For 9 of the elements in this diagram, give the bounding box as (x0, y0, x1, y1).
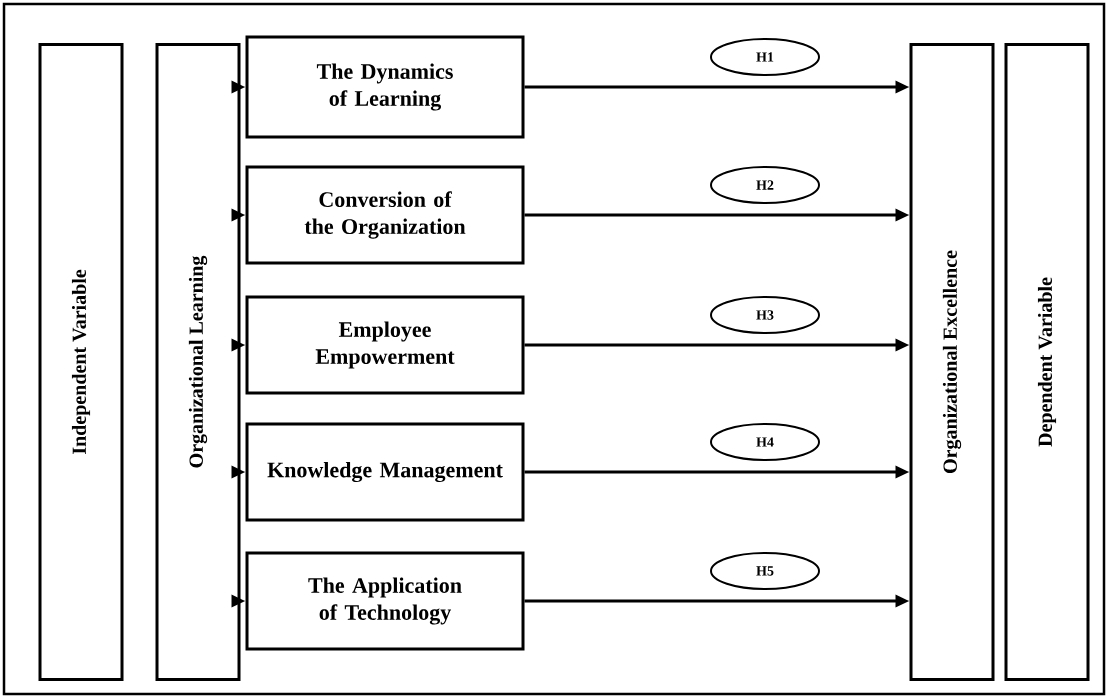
variable-bar: Organizational Excellence (909, 43, 995, 681)
variable-bar: Dependent Variable (1004, 43, 1090, 681)
dimension-box: Employee Empowerment (245, 295, 525, 395)
variable-bar: Independent Variable (38, 43, 124, 681)
dimension-box: The Application of Technology (245, 551, 525, 651)
variable-bar: Organizational Learning (155, 43, 241, 681)
dimension-box: The Dynamics of Learning (245, 35, 525, 139)
dimension-box: Knowledge Management (245, 422, 525, 522)
dimension-box: Conversion of the Organization (245, 165, 525, 265)
